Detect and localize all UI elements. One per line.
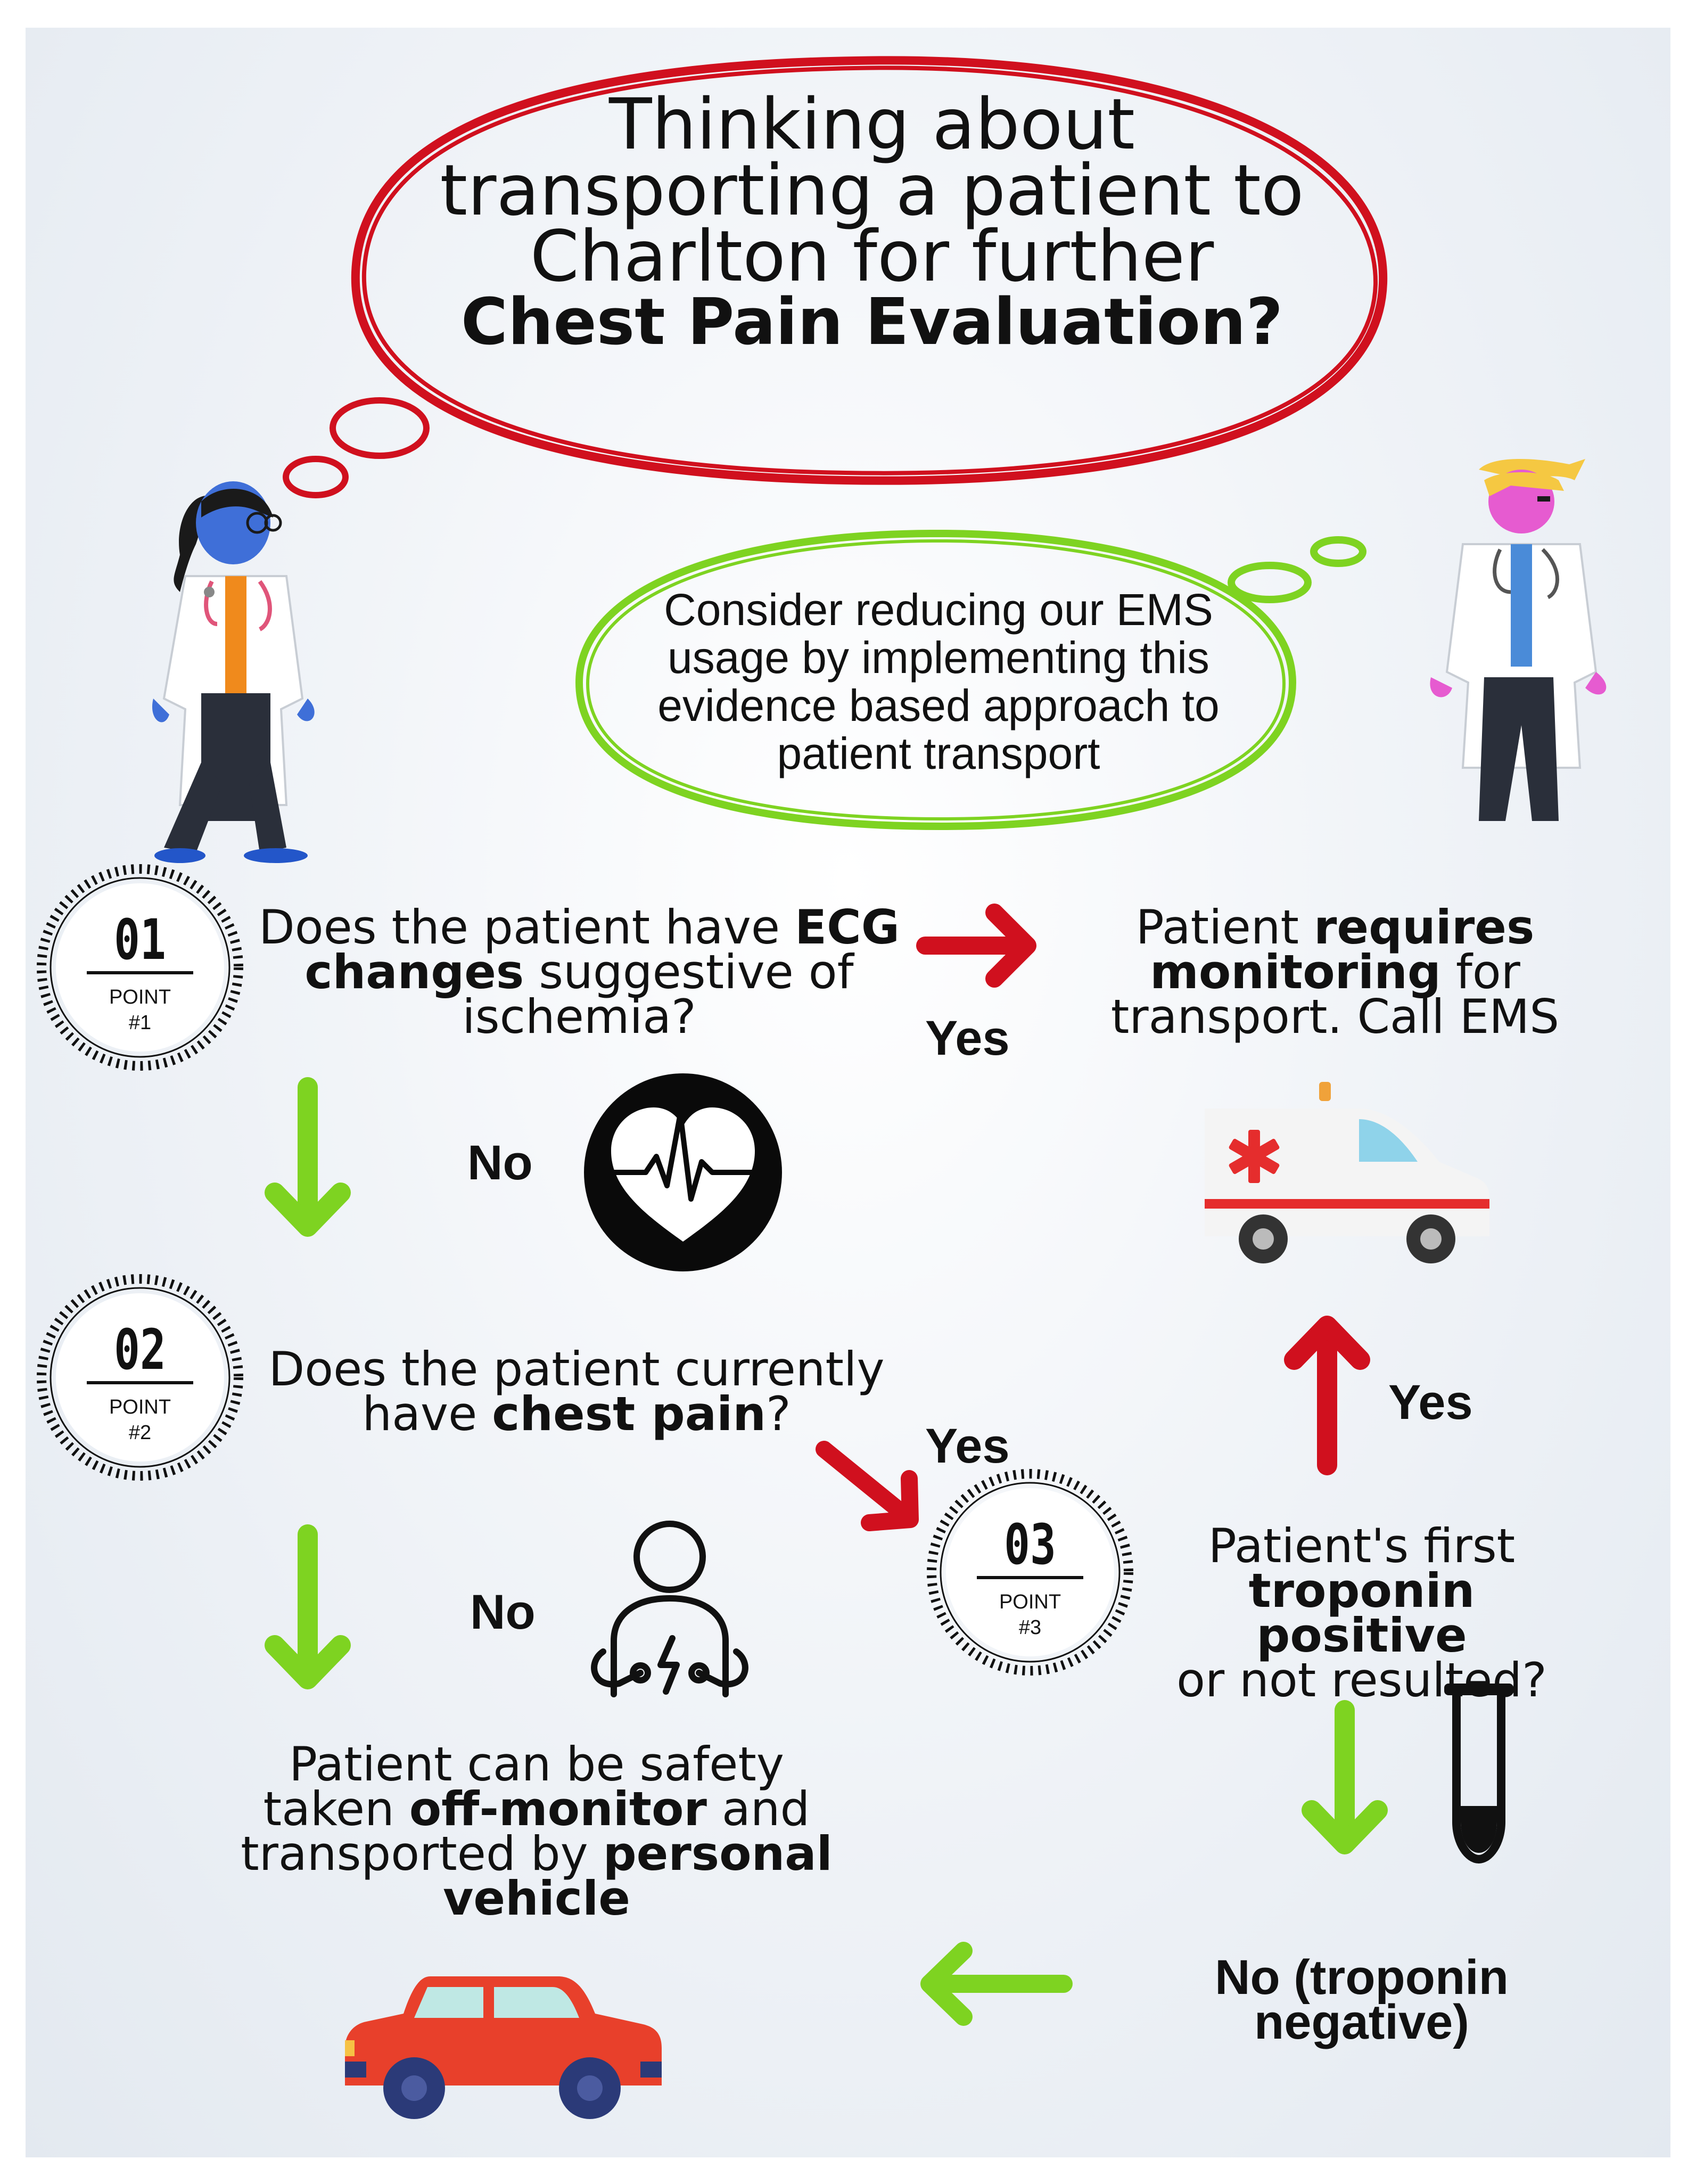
yes-label-chest-pain: Yes [925, 1419, 1010, 1473]
personal-text-d: and [706, 1781, 810, 1836]
q1-text-a: Does the patient have [259, 900, 795, 955]
personal-text-c: off-monitor [409, 1781, 707, 1836]
no-label-troponin: No (troponin negative) [1159, 1950, 1564, 2049]
poster: Thinking about transporting a patient to… [26, 28, 1670, 2157]
personal-text-f: personal [603, 1826, 833, 1881]
heart-ecg-icon [584, 1073, 782, 1271]
personal-text-e: transported by [241, 1826, 603, 1881]
point-3-badge: 03 POINT #3 [926, 1468, 1134, 1676]
arrow-down-no-ecg [265, 1077, 351, 1237]
arrow-up-yes-troponin [1284, 1316, 1370, 1475]
badge-wreath-icon [927, 1469, 1133, 1676]
ambulance-icon [1205, 1082, 1489, 1263]
person-chest-pain-icon [591, 1521, 748, 1697]
arrow-left-personal-vehicle [920, 1942, 1073, 2026]
point-tag: #1 [128, 1012, 152, 1034]
point-number: 01 [114, 907, 166, 972]
point-tag: #3 [1018, 1616, 1042, 1639]
point-label: POINT [109, 1396, 171, 1418]
test-tube-icon [1444, 1684, 1513, 1864]
personal-text-g: vehicle [443, 1871, 630, 1926]
question-chest-pain: Does the patient currently have chest pa… [249, 1342, 904, 1438]
car-icon [345, 1976, 662, 2119]
question-ecg: Does the patient have ECG changes sugges… [249, 904, 909, 1044]
q1-text-c: changes [304, 945, 524, 999]
title-line-1: Thinking about [608, 84, 1135, 166]
title-line-3: Charlton for further [530, 216, 1214, 298]
flow-arrows [265, 904, 1388, 2026]
ems-text-b: requires [1314, 900, 1535, 955]
ems-text-c: monitoring [1150, 945, 1441, 999]
title-line-2: transporting a patient to [440, 150, 1304, 232]
personal-text-a: Patient can be safety [289, 1737, 784, 1792]
arrow-right-yes-ecg [916, 904, 1036, 988]
consider-line-3: evidence based approach to [657, 680, 1220, 730]
q3-text-b: troponin positive [1248, 1563, 1475, 1663]
personal-text-b: taken [263, 1781, 409, 1836]
consider-line-4: patient transport [777, 728, 1100, 778]
point-label: POINT [109, 986, 171, 1008]
female-doctor-illustration [152, 481, 315, 863]
consider-text: Consider reducing our EMS usage by imple… [600, 586, 1277, 777]
male-doctor-illustration [1430, 459, 1607, 821]
consider-line-1: Consider reducing our EMS [664, 585, 1213, 635]
no-label-ecg: No [467, 1136, 533, 1190]
ems-text-a: Patient [1135, 900, 1314, 955]
no-troponin-line-1: No (troponin [1215, 1950, 1509, 2005]
title-line-4: Chest Pain Evaluation? [460, 285, 1283, 359]
q3-text-c: or not resulted? [1176, 1653, 1547, 1707]
point-2-badge: 02 POINT #2 [36, 1274, 244, 1481]
point-1-badge: 01 POINT #1 [36, 864, 244, 1071]
ems-text-e: transport. Call EMS [1110, 989, 1560, 1044]
result-call-ems: Patient requires monitoring for transpor… [1101, 904, 1569, 1044]
q2-text-c: chest pain [492, 1386, 766, 1441]
q1-text-b: ECG [795, 900, 900, 955]
arrow-down-no-troponin [1302, 1700, 1388, 1854]
yes-label-ecg: Yes [925, 1011, 1010, 1065]
badge-wreath-icon [37, 864, 243, 1071]
consider-line-2: usage by implementing this [668, 633, 1209, 683]
q2-text-a: Does the patient currently [268, 1342, 885, 1397]
q2-text-b: have [362, 1386, 492, 1441]
arrow-diagonal-yes-chest-pain [816, 1441, 919, 1531]
q2-text-d: ? [765, 1386, 791, 1441]
point-number: 03 [1004, 1512, 1056, 1577]
yes-label-troponin: Yes [1388, 1375, 1473, 1430]
ems-text-d: for [1440, 945, 1520, 999]
arrow-down-no-chest-pain [265, 1524, 351, 1689]
result-personal-vehicle: Patient can be safety taken off-monitor … [223, 1737, 851, 1926]
q1-text-d: suggestive of [524, 945, 854, 999]
no-label-chest-pain: No [470, 1585, 536, 1639]
title-bubble-outline [283, 56, 1388, 831]
page-title: Thinking about transporting a patient to… [366, 84, 1378, 359]
no-troponin-line-2: negative) [1254, 1995, 1469, 2049]
point-tag: #2 [128, 1422, 152, 1444]
q3-text-a: Patient's first [1208, 1518, 1516, 1573]
q1-text-e: ischemia? [462, 989, 696, 1044]
badge-wreath-icon [37, 1274, 243, 1481]
point-number: 02 [114, 1317, 166, 1382]
question-troponin: Patient's first troponin positive or not… [1149, 1518, 1575, 1707]
point-label: POINT [999, 1591, 1061, 1613]
